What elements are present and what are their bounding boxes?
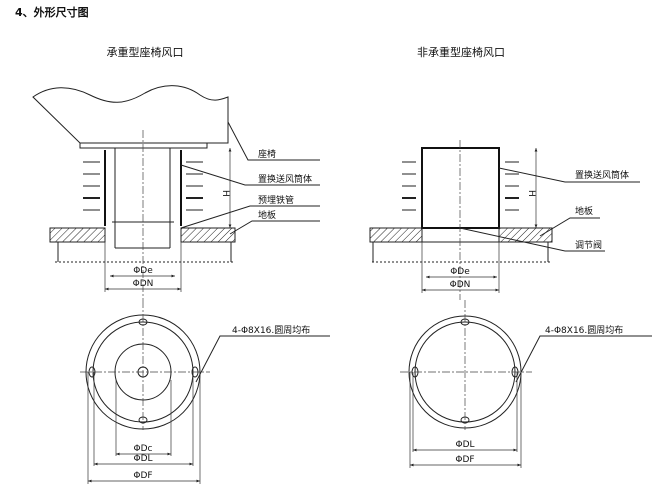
label-floor-right: 地板	[575, 205, 593, 217]
label-floor: 地板	[258, 209, 276, 221]
label-seat: 座椅	[258, 148, 276, 160]
dim-dl: ΦDL	[133, 454, 152, 464]
label-damper: 调节阀	[575, 240, 602, 251]
non-load-bearing-plan: 4-Φ8X16.圆周均布 ΦDL ΦDF	[400, 300, 652, 468]
right-height-dim: H	[526, 190, 536, 197]
dim-de-right: ΦDe	[450, 267, 470, 277]
air-cylinder	[421, 147, 500, 229]
dim-dn-right: ΦDN	[450, 280, 471, 290]
load-bearing-elevation: 承重型座椅风口 H 座椅 置换送风筒体 预埋铁管 地板 ΦDe ΦDN	[32, 45, 320, 300]
label-body: 置换送风筒体	[258, 173, 312, 185]
dim-dn: ΦDN	[133, 279, 154, 289]
floor-slab	[49, 227, 106, 243]
dim-dc: ΦDc	[134, 444, 153, 454]
dim-df-right: ΦDF	[455, 455, 474, 465]
right-holes-note: 4-Φ8X16.圆周均布	[545, 324, 623, 336]
dim-de: ΦDe	[133, 266, 153, 276]
airflow-arrows	[83, 161, 203, 211]
seat-outline	[32, 85, 229, 144]
left-holes-note: 4-Φ8X16.圆周均布	[232, 324, 310, 336]
non-load-bearing-elevation: 非承重型座椅风口 H 置换送风筒体 地板 调节阀 ΦDe ΦDN	[369, 45, 640, 300]
label-pipe: 预埋铁管	[258, 194, 294, 206]
left-title: 承重型座椅风口	[107, 45, 184, 59]
label-body-right: 置换送风筒体	[575, 169, 629, 181]
seat-plate	[79, 142, 208, 149]
load-bearing-plan: 4-Φ8X16.圆周均布 ΦDc ΦDL ΦDF	[80, 300, 330, 484]
dim-dl-right: ΦDL	[455, 440, 474, 450]
right-title: 非承重型座椅风口	[417, 45, 505, 59]
section-heading: 4、外形尺寸图	[15, 5, 89, 19]
left-height-dim: H	[220, 190, 230, 197]
dim-df: ΦDF	[133, 471, 152, 481]
